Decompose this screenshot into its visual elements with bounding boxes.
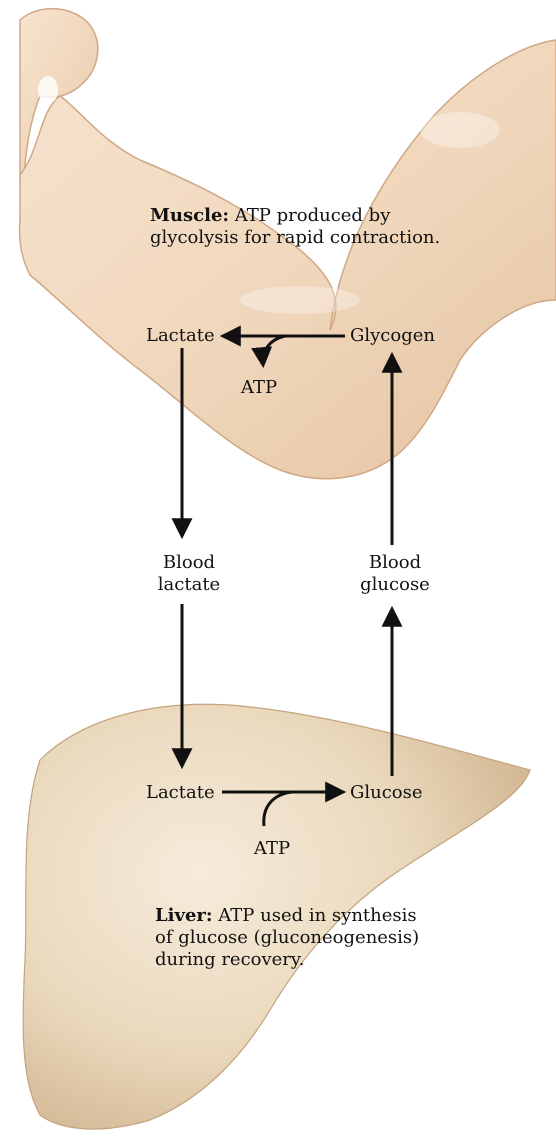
- liver-caption-line1: ATP used in synthesis: [213, 905, 417, 926]
- muscle-glycogen-label: Glycogen: [350, 325, 435, 347]
- muscle-caption-line2: glycolysis for rapid contraction.: [150, 227, 440, 249]
- muscle-caption-title: Muscle:: [150, 205, 229, 226]
- blood-glucose-label: Blood glucose: [360, 552, 430, 596]
- liver-atp-label: ATP: [254, 838, 290, 860]
- blood-glucose-line1: Blood: [360, 552, 430, 574]
- muscle-atp-label: ATP: [241, 377, 277, 399]
- arm-shape: [19, 40, 556, 479]
- liver-caption-line3: during recovery.: [155, 949, 419, 971]
- liver-caption: Liver: ATP used in synthesis of glucose …: [155, 905, 419, 971]
- liver-caption-line2: of glucose (gluconeogenesis): [155, 927, 419, 949]
- liver-caption-title: Liver:: [155, 905, 213, 926]
- liver-lactate-label: Lactate: [146, 782, 215, 804]
- blood-lactate-label: Blood lactate: [158, 552, 220, 596]
- muscle-lactate-label: Lactate: [146, 325, 215, 347]
- liver-glucose-label: Glucose: [350, 782, 423, 804]
- blood-lactate-line2: lactate: [158, 574, 220, 596]
- blood-glucose-line2: glucose: [360, 574, 430, 596]
- blood-lactate-line1: Blood: [158, 552, 220, 574]
- muscle-caption-line1: ATP produced by: [229, 205, 390, 226]
- muscle-caption: Muscle: ATP produced by glycolysis for r…: [150, 205, 440, 249]
